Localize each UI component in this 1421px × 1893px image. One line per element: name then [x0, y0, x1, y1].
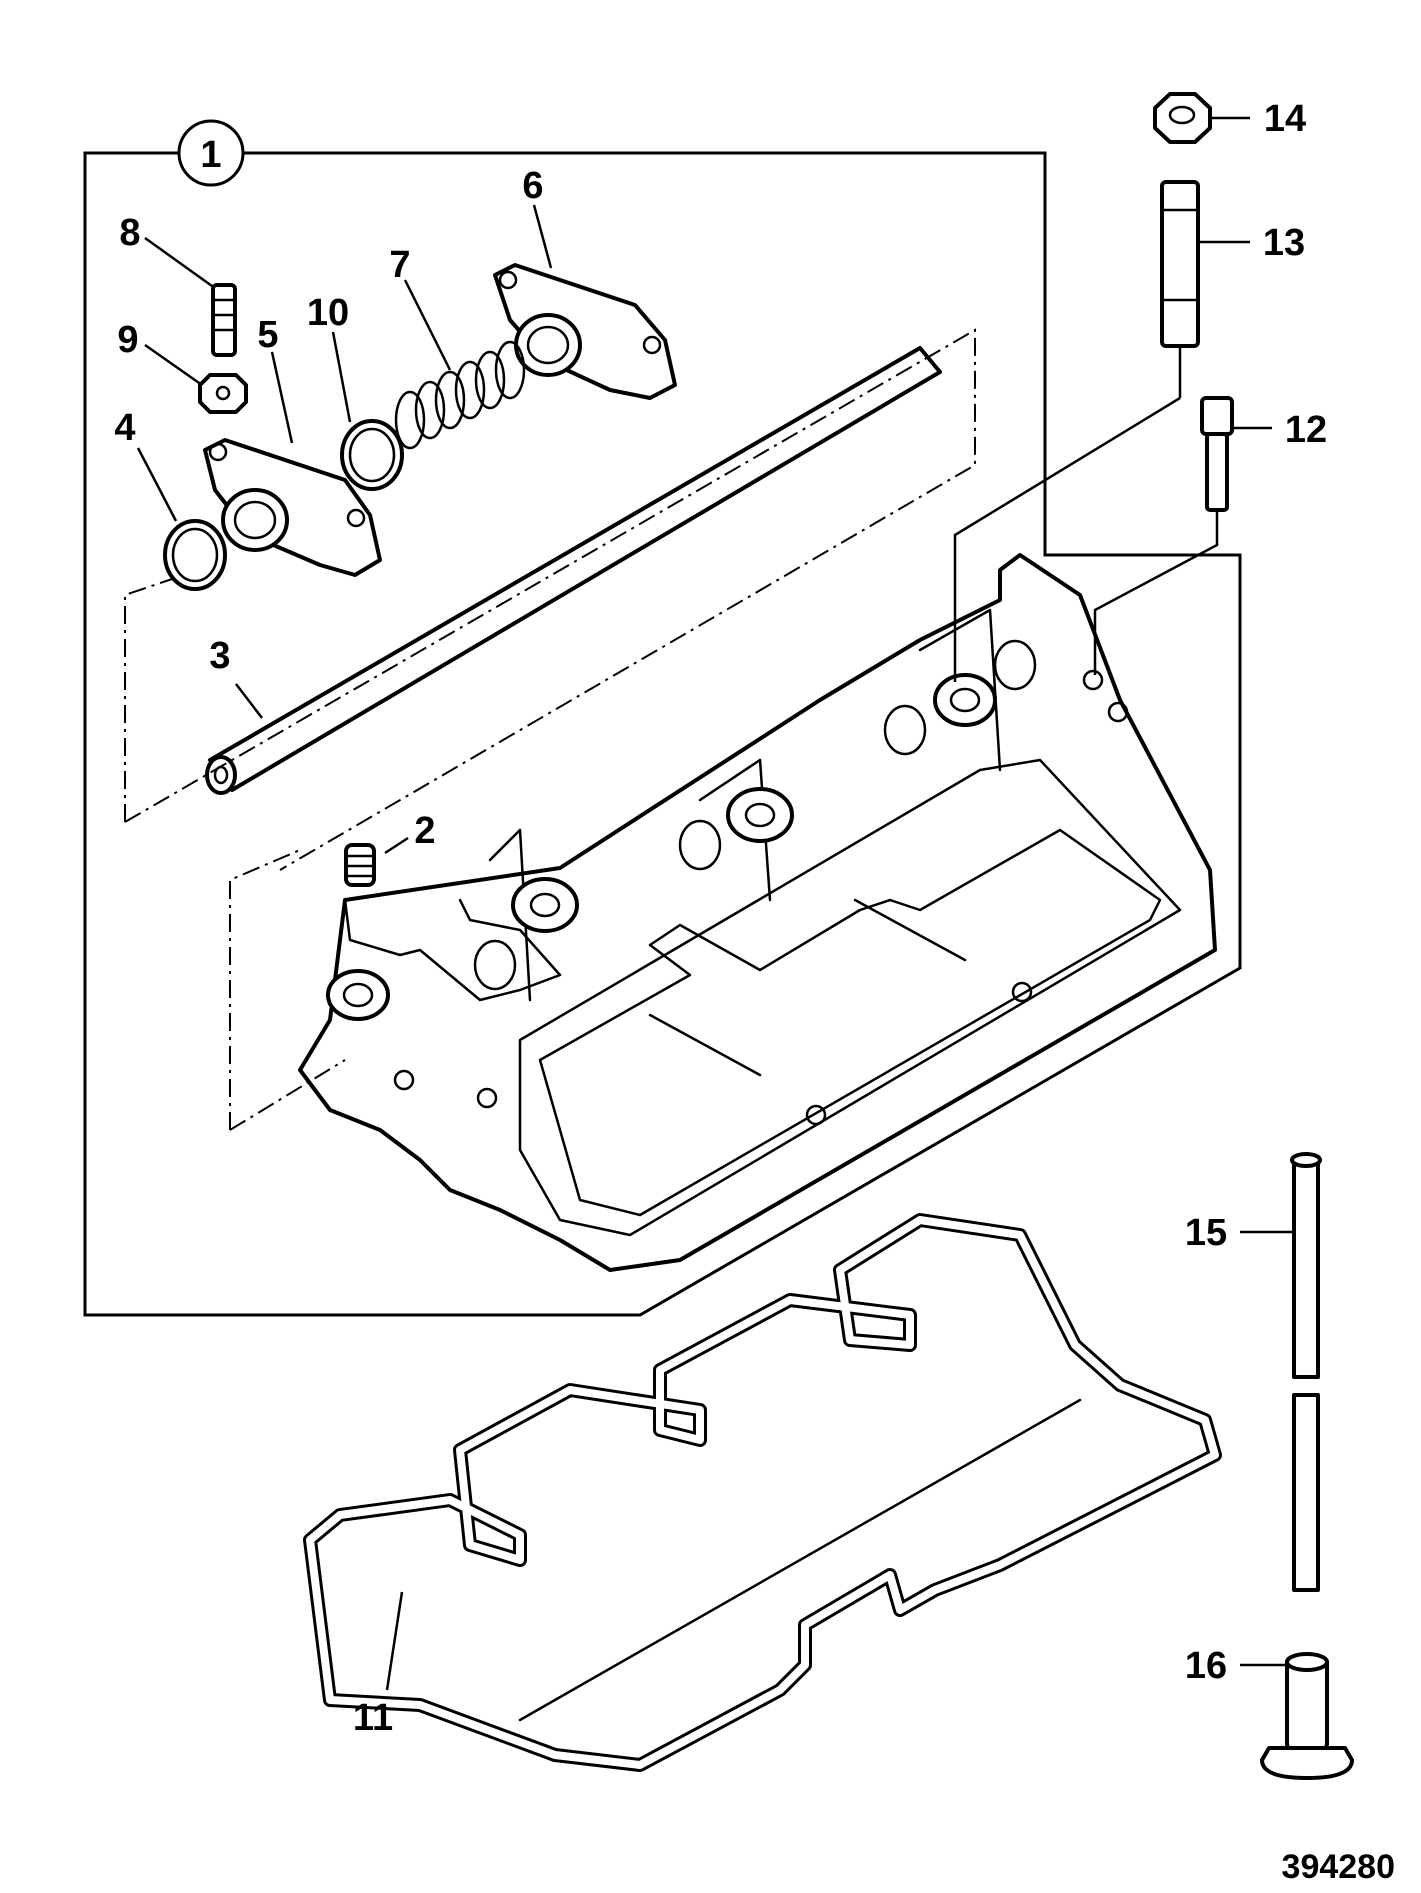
callout-label-5: 5	[257, 314, 278, 356]
callout-label-3: 3	[209, 635, 230, 677]
callout-6: 6	[522, 165, 553, 269]
callout-label-6: 6	[522, 165, 543, 207]
callout-1: 1	[177, 119, 245, 187]
callout-7: 7	[389, 244, 452, 371]
callout-label-8: 8	[119, 212, 140, 254]
callout-9: 9	[117, 319, 203, 387]
callout-8: 8	[119, 212, 213, 288]
adjusting-screw	[211, 283, 237, 357]
callout-15: 15	[1185, 1212, 1294, 1254]
callout-3: 3	[209, 635, 263, 719]
callout-label-4: 4	[114, 407, 135, 449]
circlip-4	[163, 519, 227, 591]
callout-10: 10	[307, 292, 352, 423]
callout-label-7: 7	[389, 244, 410, 286]
callout-label-11: 11	[353, 1697, 393, 1739]
callout-14: 14	[1210, 98, 1306, 140]
plug	[344, 843, 376, 887]
callout-label-9: 9	[117, 319, 138, 361]
rocker-arm-rear	[493, 263, 677, 400]
callout-label-15: 15	[1185, 1212, 1227, 1254]
callout-label-14: 14	[1264, 98, 1306, 140]
tube	[1290, 1152, 1322, 1592]
assembly-frame	[83, 151, 1242, 1317]
callout-11: 11	[353, 1591, 404, 1739]
circlip-10	[340, 419, 404, 491]
gasket	[303, 1213, 1222, 1772]
assembly-lines	[124, 328, 1219, 1131]
bolt	[1200, 396, 1234, 512]
callout-label-16: 16	[1185, 1645, 1227, 1687]
callout-label-13: 13	[1263, 222, 1305, 264]
rocker-arm-front	[203, 438, 382, 577]
callout-label-10: 10	[307, 292, 349, 334]
stud	[1160, 180, 1200, 348]
callout-2: 2	[384, 810, 436, 855]
rocker-cover-housing	[298, 553, 1217, 1272]
callout-12: 12	[1232, 409, 1327, 451]
callout-5: 5	[257, 314, 294, 444]
callout-label-12: 12	[1285, 409, 1327, 451]
rocker-shaft	[205, 346, 942, 795]
drawing-number: 394280	[1282, 1848, 1395, 1886]
lock-nut	[198, 373, 248, 414]
spring	[394, 340, 526, 450]
sleeve	[1260, 1652, 1354, 1780]
callout-label-2: 2	[414, 810, 435, 852]
callout-16: 16	[1185, 1645, 1287, 1687]
callout-4: 4	[114, 407, 178, 522]
stud-nut	[1153, 92, 1212, 144]
callout-label-1: 1	[200, 134, 221, 176]
callout-13: 13	[1198, 222, 1305, 264]
